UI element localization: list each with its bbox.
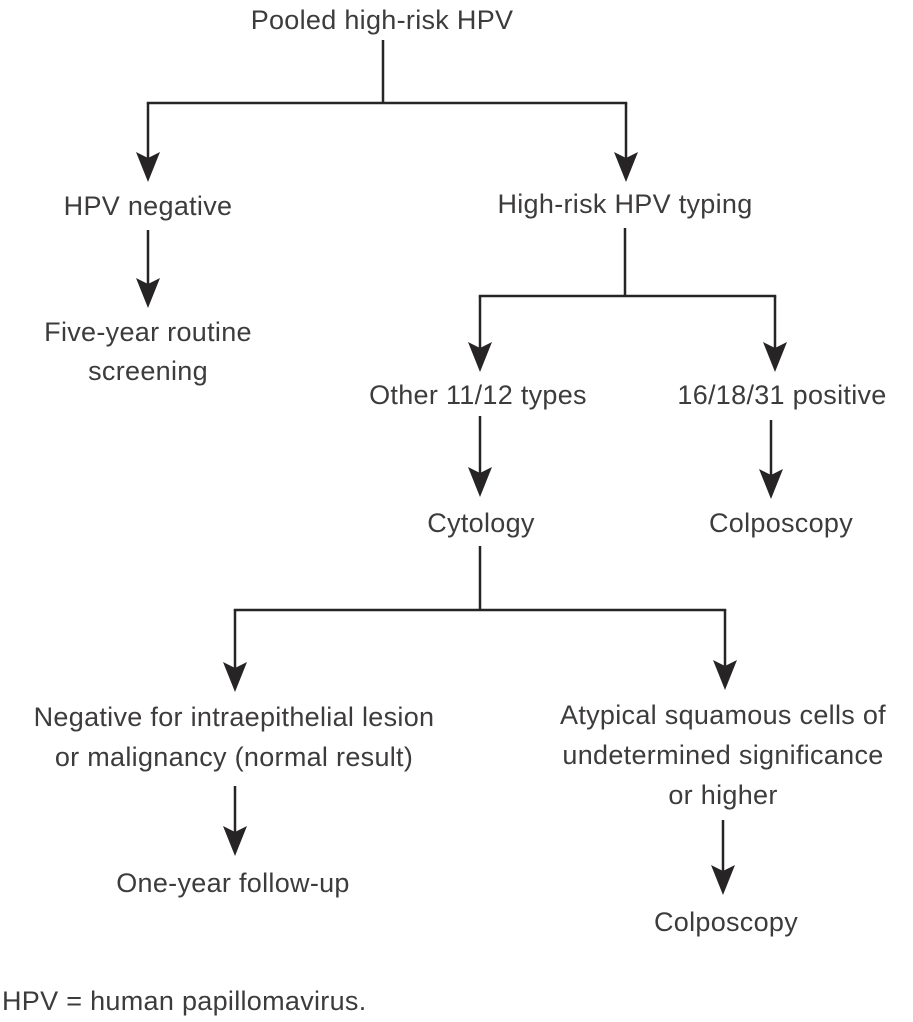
footnote-hpv-abbreviation: HPV = human papillomavirus. xyxy=(2,986,367,1016)
node-negative-lesion-line-2: or malignancy (normal result) xyxy=(54,742,414,772)
node-hpv-negative: HPV negative xyxy=(63,191,233,221)
node-16-18-31-positive: 16/18/31 positive xyxy=(677,380,887,410)
connector-arrow-to-one-year-followup xyxy=(223,786,247,856)
node-cytology: Cytology xyxy=(427,508,535,538)
node-negative-lesion-line-1: Negative for intraepithelial lesion xyxy=(33,702,435,732)
node-high-risk-hpv-typing: High-risk HPV typing xyxy=(497,189,753,219)
connector-arrow-to-other-types xyxy=(468,296,492,372)
node-colposcopy-after-typing: Colposcopy xyxy=(708,508,854,538)
node-atypical-squamous-cells: Atypical squamous cells of undetermined … xyxy=(560,695,886,815)
connector-arrow-to-five-year-screening xyxy=(136,230,160,308)
connector-arrow-to-hpv-typing xyxy=(614,103,638,182)
connector-arrow-to-cytology xyxy=(468,416,492,497)
connector-arrow-to-negative-lesion xyxy=(223,610,247,692)
connector-typing-branch xyxy=(478,228,777,298)
connector-arrow-to-hpv-negative xyxy=(136,103,160,182)
node-five-year-routine-screening: Five-year routine screening xyxy=(44,313,252,391)
node-pooled-high-risk-hpv: Pooled high-risk HPV xyxy=(250,5,514,35)
connector-arrow-to-colposcopy-after-cytology xyxy=(711,820,735,895)
connector-arrow-to-colposcopy-after-typing xyxy=(759,420,783,499)
connector-cytology-branch xyxy=(233,546,727,612)
node-other-11-12-types: Other 11/12 types xyxy=(369,380,587,410)
node-atypical-cells-line-2: undetermined significance xyxy=(562,740,884,770)
node-atypical-cells-line-3: or higher xyxy=(668,780,778,810)
connector-pooled-branch xyxy=(146,40,628,105)
node-one-year-followup: One-year follow-up xyxy=(116,868,350,898)
connector-arrow-to-positive-types xyxy=(763,296,787,372)
connector-arrow-to-atypical-cells xyxy=(713,610,737,690)
node-atypical-cells-line-1: Atypical squamous cells of xyxy=(560,700,886,730)
node-five-year-line-1: Five-year routine xyxy=(44,317,252,347)
node-colposcopy-after-cytology: Colposcopy xyxy=(653,907,799,937)
node-negative-intraepithelial-lesion: Negative for intraepithelial lesion or m… xyxy=(34,697,435,777)
node-five-year-line-2: screening xyxy=(88,356,208,386)
